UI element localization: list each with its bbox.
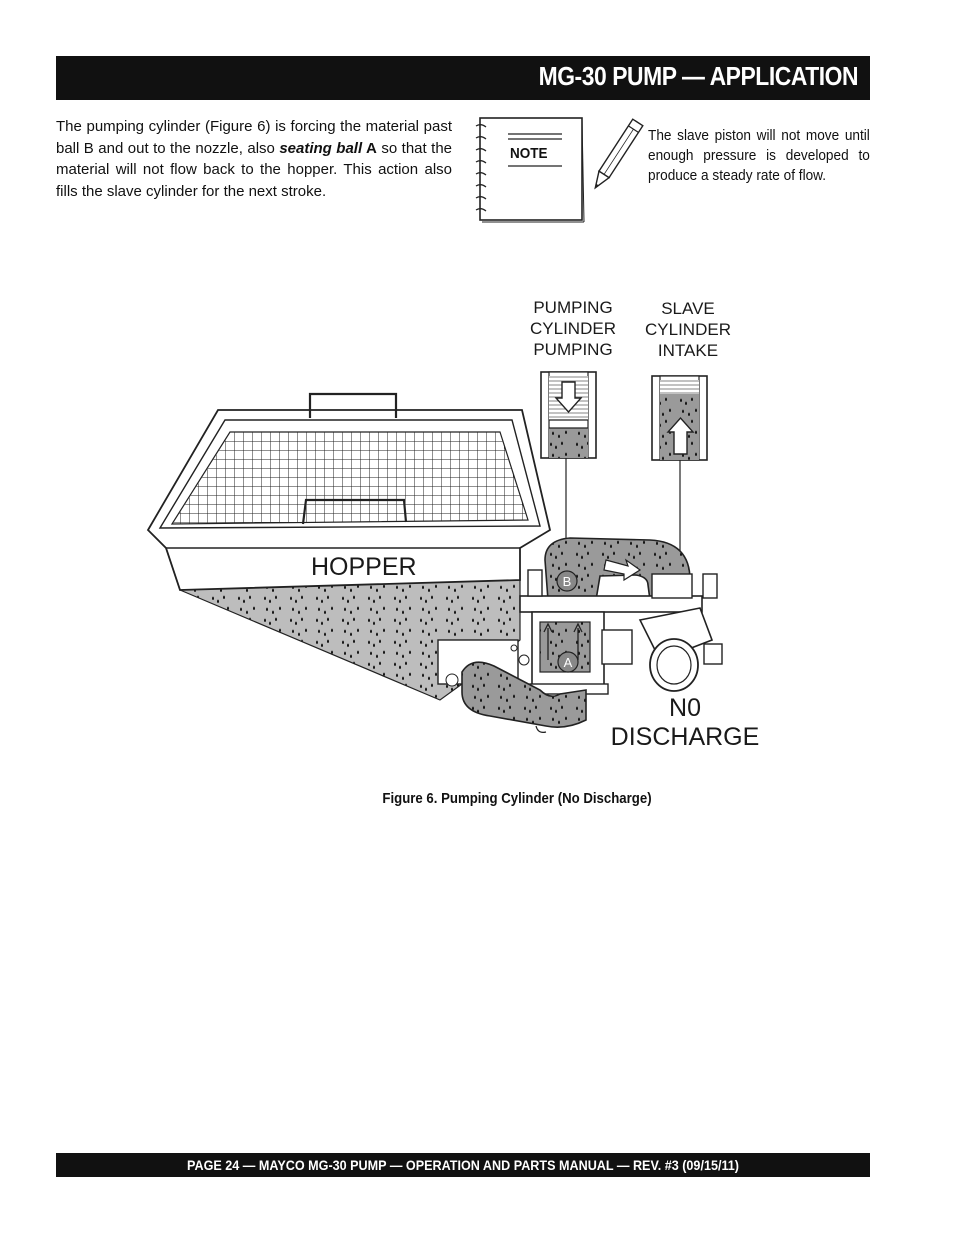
intro-text-1: The pumping cylinder (Figure 6) is forci… [56, 118, 452, 157]
slave-cylinder-label: SLAVE CYLINDER INTAKE [645, 299, 731, 360]
ball-b-label: B [563, 574, 572, 589]
page-header-bar: MG-30 PUMP — APPLICATION [56, 56, 870, 100]
pump-diagram: B A [146, 371, 723, 733]
ball-a-label: A [564, 655, 573, 670]
hopper-label: HOPPER [311, 553, 417, 581]
page-footer-bar: PAGE 24 — MAYCO MG-30 PUMP — OPERATION A… [56, 1153, 870, 1177]
note-label: NOTE [510, 145, 548, 162]
notepad-icon [475, 117, 585, 223]
footer-text: PAGE 24 — MAYCO MG-30 PUMP — OPERATION A… [187, 1157, 739, 1173]
figure-caption: Figure 6. Pumping Cylinder (No Discharge… [382, 790, 652, 807]
pencil-icon [594, 118, 644, 190]
intro-paragraph: The pumping cylinder (Figure 6) is forci… [56, 116, 452, 202]
page-title: MG-30 PUMP — APPLICATION [538, 61, 858, 91]
intro-emphasis: seating ball A [279, 139, 377, 157]
intro-text-2: so that the material will not flow back … [56, 139, 453, 200]
discharge-label: N0 DISCHARGE [610, 694, 760, 751]
pumping-cylinder-label: PUMPING CYLINDER PUMPING [530, 298, 616, 359]
note-text: The slave piston will not move until eno… [648, 128, 870, 184]
